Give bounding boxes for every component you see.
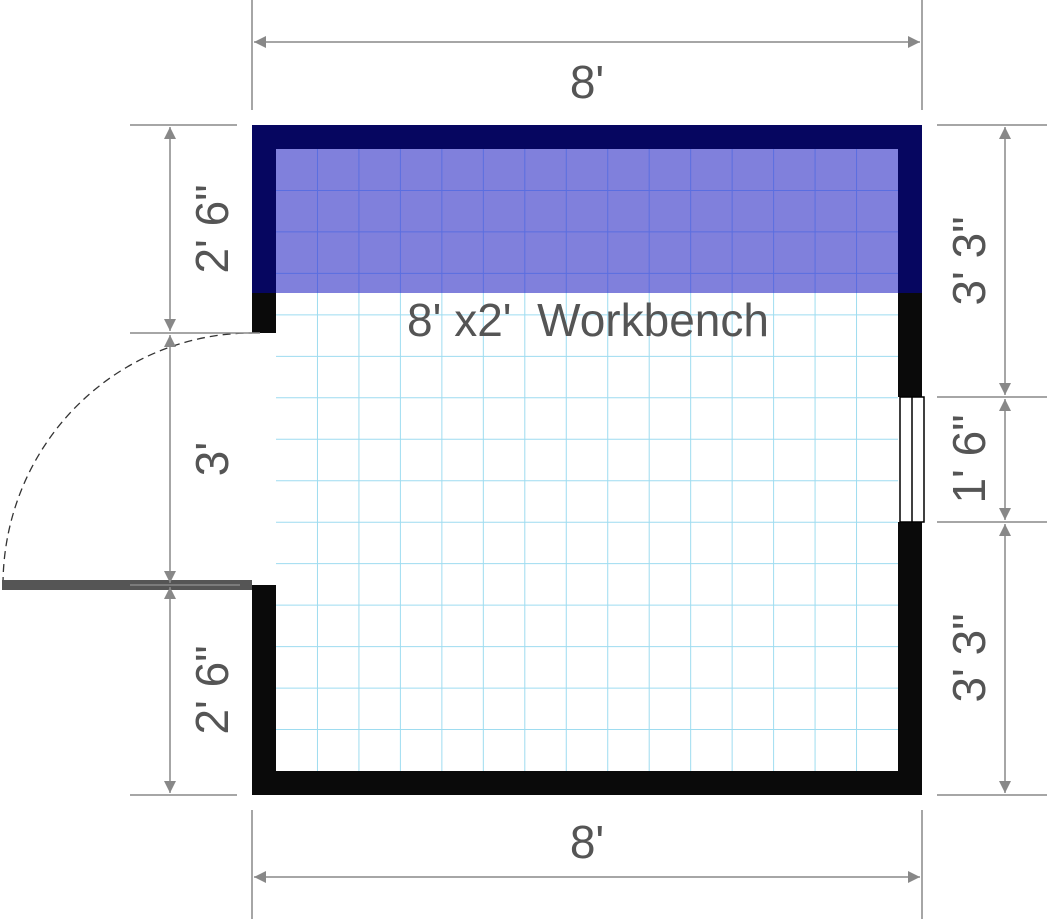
wall-right-lower xyxy=(898,522,922,795)
wall-left-lower xyxy=(252,585,276,795)
wall-right-upper xyxy=(898,293,922,397)
dim-right-top: 3' 3" xyxy=(943,216,995,305)
dim-left-door: 3' xyxy=(186,442,238,476)
workbench[interactable] xyxy=(276,149,898,293)
wall-left-upper xyxy=(252,293,276,333)
dim-top-width: 8' xyxy=(570,56,604,108)
wall-bottom xyxy=(252,771,922,795)
dim-left-top: 2' 6" xyxy=(186,184,238,273)
dim-bottom-width: 8' xyxy=(570,816,604,868)
workbench-label: 8' x2' Workbench xyxy=(407,294,769,346)
dimension-lines xyxy=(130,0,1047,919)
workbench-grid xyxy=(276,149,898,293)
dim-left-bottom: 2' 6" xyxy=(186,645,238,734)
door[interactable] xyxy=(2,332,253,590)
dim-right-bottom: 3' 3" xyxy=(943,613,995,702)
dim-right-window: 1' 6" xyxy=(943,414,995,503)
window[interactable] xyxy=(899,396,925,523)
